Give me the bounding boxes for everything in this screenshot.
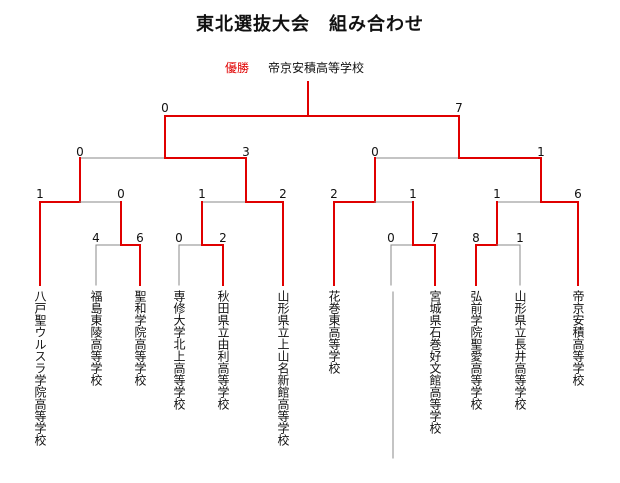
qf-b-score-top: 1 [198, 187, 206, 201]
champion-team: 帝京安積高等学校 [268, 61, 365, 75]
team-7: 花巻東高等学校 [327, 290, 341, 374]
r1-d-score-bottom: 1 [516, 231, 524, 245]
team-6: 山形県立上山名新館高等学校 [276, 290, 290, 446]
page-title: 東北選抜大会 組み合わせ [196, 14, 424, 35]
final-score-right: 7 [455, 101, 463, 115]
r1-a-score-bottom: 6 [136, 231, 144, 245]
qf-c-score-top: 2 [330, 187, 338, 201]
semi-right-score-top: 0 [371, 145, 379, 159]
team-9: 宮城県石巻好文館高等学校 [428, 290, 442, 434]
qf-d-score-top: 1 [493, 187, 501, 201]
qf-a-score-top: 1 [36, 187, 44, 201]
team-3: 聖和学院高等学校 [133, 290, 147, 386]
r1-c-score-bottom: 7 [431, 231, 439, 245]
r1-b-score-bottom: 2 [219, 231, 227, 245]
team-4: 専修大学北上高等学校 [172, 290, 186, 410]
r1-a-score-top: 4 [92, 231, 100, 245]
champion-label: 優勝 [225, 61, 250, 75]
qf-b-score-bottom: 2 [279, 187, 287, 201]
r1-d-score-top: 8 [472, 231, 480, 245]
semi-left-score-bottom: 3 [242, 145, 250, 159]
team-12: 帝京安積高等学校 [571, 290, 585, 386]
qf-c-score-bottom: 1 [409, 187, 417, 201]
r1-c-score-top: 0 [387, 231, 395, 245]
semi-left-score-top: 0 [76, 145, 84, 159]
r1-b-score-top: 0 [175, 231, 183, 245]
team-11: 山形県立長井高等学校 [513, 290, 527, 410]
team-1: 八戸聖ウルスラ学院高等学校 [33, 290, 47, 446]
team-5: 秋田県立由利高等学校 [216, 290, 230, 410]
qf-a-score-bottom: 0 [117, 187, 125, 201]
qf-d-score-bottom: 6 [574, 187, 582, 201]
final-score-left: 0 [161, 101, 169, 115]
semi-right-score-bottom: 1 [537, 145, 545, 159]
team-2: 福島東陵高等学校 [89, 290, 103, 386]
team-10: 弘前学院聖愛高等学校 [469, 290, 483, 410]
